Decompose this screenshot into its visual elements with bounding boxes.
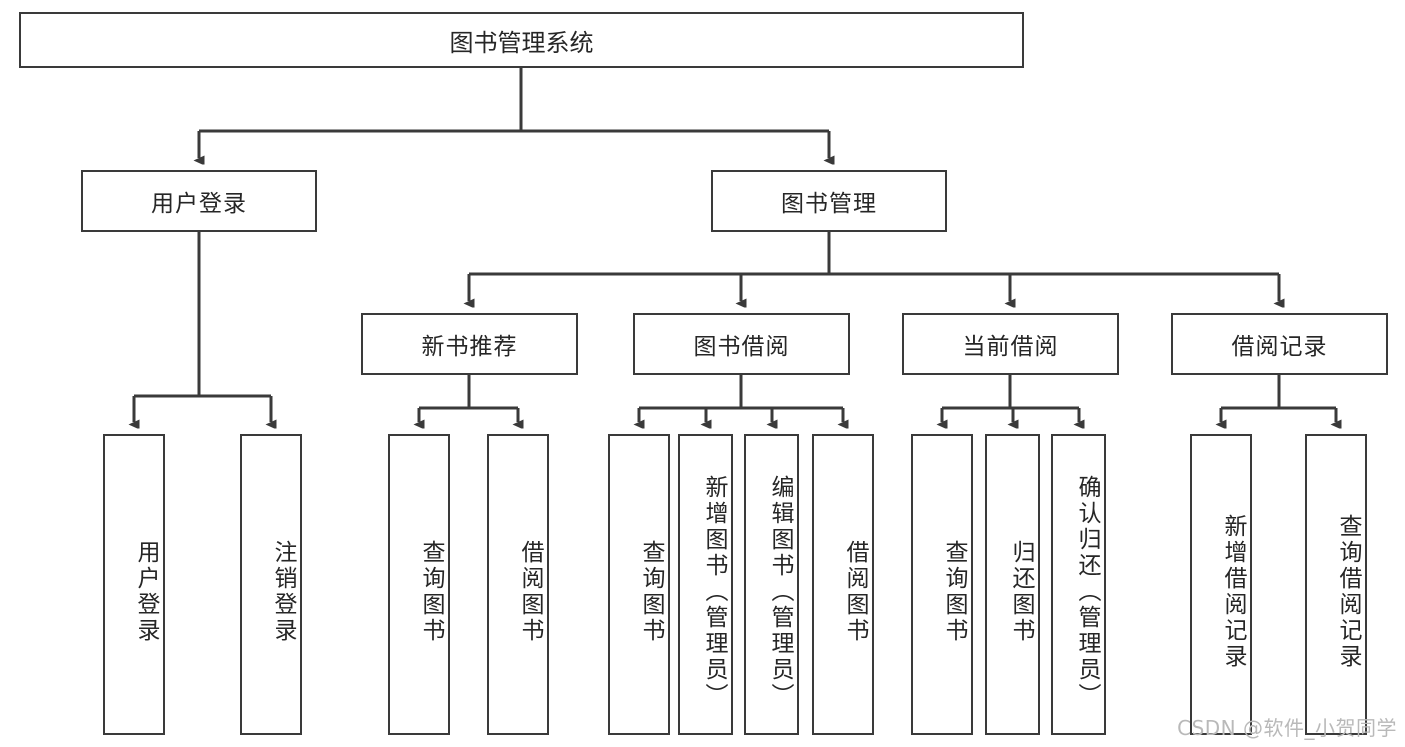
node-root-label: 图书管理系统: [449, 28, 594, 57]
node-leaf-confirm-return-label: 确认归还（管理员）: [1074, 474, 1100, 709]
node-user-login[interactable]: 用户登录: [81, 170, 317, 232]
node-leaf-borrow-book-2-label: 借阅图书: [842, 539, 868, 644]
edges-bookborrow-to-leaves: [639, 375, 843, 422]
node-leaf-borrow-book-2[interactable]: 借阅图书: [812, 434, 874, 735]
node-leaf-edit-book[interactable]: 编辑图书（管理员）: [744, 434, 799, 735]
node-leaf-query-book-1[interactable]: 查询图书: [388, 434, 450, 735]
node-borrow-record-label: 借阅记录: [1231, 334, 1328, 360]
edges-userlogin-to-leaves: [134, 232, 271, 422]
node-leaf-borrow-book-1-label: 借阅图书: [517, 539, 543, 644]
node-leaf-query-book-1-label: 查询图书: [418, 539, 444, 644]
node-leaf-add-record-label: 新增借阅记录: [1220, 513, 1246, 670]
node-leaf-add-book[interactable]: 新增图书（管理员）: [678, 434, 733, 735]
node-leaf-return-book-label: 归还图书: [1008, 539, 1034, 644]
node-leaf-query-record-label: 查询借阅记录: [1335, 513, 1361, 670]
node-leaf-query-book-2-label: 查询图书: [638, 539, 664, 644]
edges-currentborrow-to-leaves: [942, 375, 1079, 422]
node-leaf-user-logout-label: 注销登录: [270, 539, 296, 644]
node-leaf-return-book[interactable]: 归还图书: [985, 434, 1040, 735]
edges-root-to-level2: [199, 68, 829, 158]
node-leaf-add-record[interactable]: 新增借阅记录: [1190, 434, 1252, 735]
node-leaf-query-book-3-label: 查询图书: [941, 539, 967, 644]
node-leaf-confirm-return[interactable]: 确认归还（管理员）: [1051, 434, 1106, 735]
edges-bookmanage-to-level3: [469, 232, 1279, 301]
node-root[interactable]: 图书管理系统: [19, 12, 1024, 68]
node-new-book-rec[interactable]: 新书推荐: [361, 313, 578, 375]
node-book-borrow[interactable]: 图书借阅: [633, 313, 850, 375]
node-leaf-user-login-label: 用户登录: [133, 539, 159, 644]
node-leaf-query-book-3[interactable]: 查询图书: [911, 434, 973, 735]
node-leaf-borrow-book-1[interactable]: 借阅图书: [487, 434, 549, 735]
node-leaf-add-book-label: 新增图书（管理员）: [701, 474, 727, 709]
node-book-borrow-label: 图书借阅: [693, 334, 790, 360]
node-leaf-query-book-2[interactable]: 查询图书: [608, 434, 670, 735]
edges-borrowrecord-to-leaves: [1221, 375, 1336, 422]
watermark-text: CSDN @软件_小贺同学: [1177, 716, 1397, 740]
node-new-book-rec-label: 新书推荐: [421, 334, 518, 360]
node-borrow-record[interactable]: 借阅记录: [1171, 313, 1388, 375]
node-current-borrow[interactable]: 当前借阅: [902, 313, 1119, 375]
node-current-borrow-label: 当前借阅: [962, 334, 1059, 360]
node-leaf-user-login[interactable]: 用户登录: [103, 434, 165, 735]
node-book-manage[interactable]: 图书管理: [711, 170, 947, 232]
node-leaf-user-logout[interactable]: 注销登录: [240, 434, 302, 735]
node-book-manage-label: 图书管理: [781, 191, 877, 217]
node-leaf-edit-book-label: 编辑图书（管理员）: [767, 474, 793, 709]
edges-newbookrec-to-leaves: [419, 375, 518, 422]
node-user-login-label: 用户登录: [151, 191, 247, 217]
node-leaf-query-record[interactable]: 查询借阅记录: [1305, 434, 1367, 735]
